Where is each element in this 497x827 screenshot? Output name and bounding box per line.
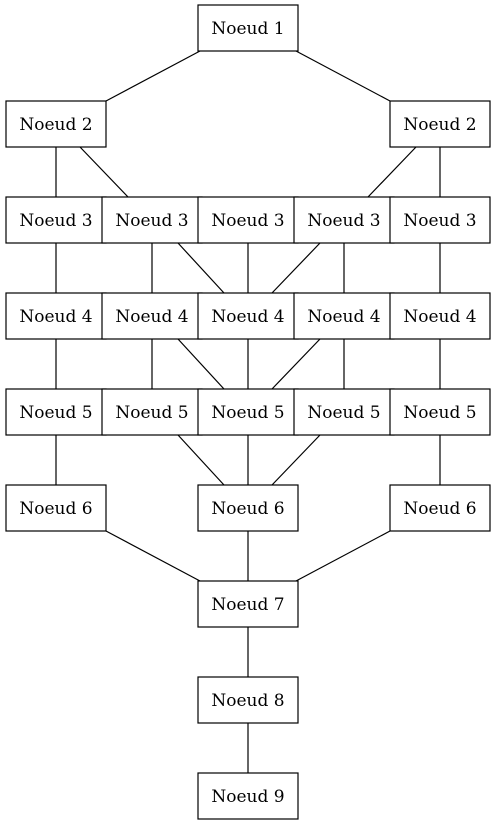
- node-box: [389, 484, 491, 532]
- edge-n2b-n3d: [367, 146, 417, 198]
- edge-n5d-n6b: [271, 434, 321, 486]
- edge-n4d-n5c: [271, 338, 321, 390]
- node-box: [293, 292, 395, 340]
- node-n5a: Noeud 5: [5, 388, 107, 436]
- node-box: [197, 484, 299, 532]
- node-label: Noeud 3: [115, 211, 188, 231]
- node-label: Noeud 5: [19, 403, 92, 423]
- node-n6a: Noeud 6: [5, 484, 107, 532]
- node-box: [197, 772, 299, 820]
- node-label: Noeud 7: [211, 595, 284, 615]
- edge-n6a-n7: [105, 530, 201, 582]
- node-label: Noeud 4: [307, 307, 380, 327]
- edge-n1-n2b: [295, 50, 391, 102]
- node-n9: Noeud 9: [197, 772, 299, 820]
- node-label: Noeud 6: [211, 499, 284, 519]
- node-label: Noeud 3: [19, 211, 92, 231]
- node-label: Noeud 3: [211, 211, 284, 231]
- node-n5d: Noeud 5: [293, 388, 395, 436]
- node-n3b: Noeud 3: [101, 196, 203, 244]
- node-label: Noeud 3: [307, 211, 380, 231]
- edge-n5b-n6b: [177, 434, 225, 486]
- node-n6b: Noeud 6: [197, 484, 299, 532]
- edge-n2a-n3b: [79, 146, 129, 198]
- node-n2b: Noeud 2: [389, 100, 491, 148]
- node-label: Noeud 4: [403, 307, 476, 327]
- node-label: Noeud 6: [403, 499, 476, 519]
- edge-n1-n2a: [105, 50, 201, 102]
- edges-layer: [55, 50, 441, 773]
- edge-n4b-n5c: [177, 338, 225, 390]
- node-box: [293, 196, 395, 244]
- node-box: [197, 4, 299, 52]
- node-n3a: Noeud 3: [5, 196, 107, 244]
- node-box: [5, 484, 107, 532]
- node-label: Noeud 4: [211, 307, 284, 327]
- node-label: Noeud 8: [211, 691, 284, 711]
- node-box: [101, 196, 203, 244]
- node-label: Noeud 2: [403, 115, 476, 135]
- node-label: Noeud 1: [211, 19, 284, 39]
- node-box: [197, 388, 299, 436]
- node-box: [5, 100, 107, 148]
- node-box: [5, 196, 107, 244]
- edge-n6c-n7: [295, 530, 391, 582]
- node-box: [197, 676, 299, 724]
- edge-n3d-n4c: [271, 242, 321, 294]
- node-n4c: Noeud 4: [197, 292, 299, 340]
- node-label: Noeud 3: [403, 211, 476, 231]
- node-n2a: Noeud 2: [5, 100, 107, 148]
- node-label: Noeud 5: [403, 403, 476, 423]
- node-label: Noeud 5: [115, 403, 188, 423]
- node-box: [389, 292, 491, 340]
- node-n4e: Noeud 4: [389, 292, 491, 340]
- node-label: Noeud 4: [115, 307, 188, 327]
- node-label: Noeud 9: [211, 787, 284, 807]
- node-box: [197, 196, 299, 244]
- node-label: Noeud 4: [19, 307, 92, 327]
- node-n4b: Noeud 4: [101, 292, 203, 340]
- node-box: [197, 580, 299, 628]
- node-box: [389, 100, 491, 148]
- node-n3c: Noeud 3: [197, 196, 299, 244]
- node-n5e: Noeud 5: [389, 388, 491, 436]
- node-label: Noeud 2: [19, 115, 92, 135]
- node-n6c: Noeud 6: [389, 484, 491, 532]
- node-box: [5, 388, 107, 436]
- node-n4a: Noeud 4: [5, 292, 107, 340]
- node-n3d: Noeud 3: [293, 196, 395, 244]
- node-label: Noeud 5: [211, 403, 284, 423]
- node-box: [101, 388, 203, 436]
- node-n5b: Noeud 5: [101, 388, 203, 436]
- nodes-layer: Noeud 1 Noeud 2 Noeud 2 Noeud 3 Noeud 3 Noeud…: [5, 4, 491, 820]
- edge-n3b-n4c: [177, 242, 225, 294]
- node-n8: Noeud 8: [197, 676, 299, 724]
- node-n1: Noeud 1: [197, 4, 299, 52]
- node-label: Noeud 5: [307, 403, 380, 423]
- node-n5c: Noeud 5: [197, 388, 299, 436]
- node-label: Noeud 6: [19, 499, 92, 519]
- node-n7: Noeud 7: [197, 580, 299, 628]
- node-box: [389, 388, 491, 436]
- node-n3e: Noeud 3: [389, 196, 491, 244]
- node-n4d: Noeud 4: [293, 292, 395, 340]
- node-box: [389, 196, 491, 244]
